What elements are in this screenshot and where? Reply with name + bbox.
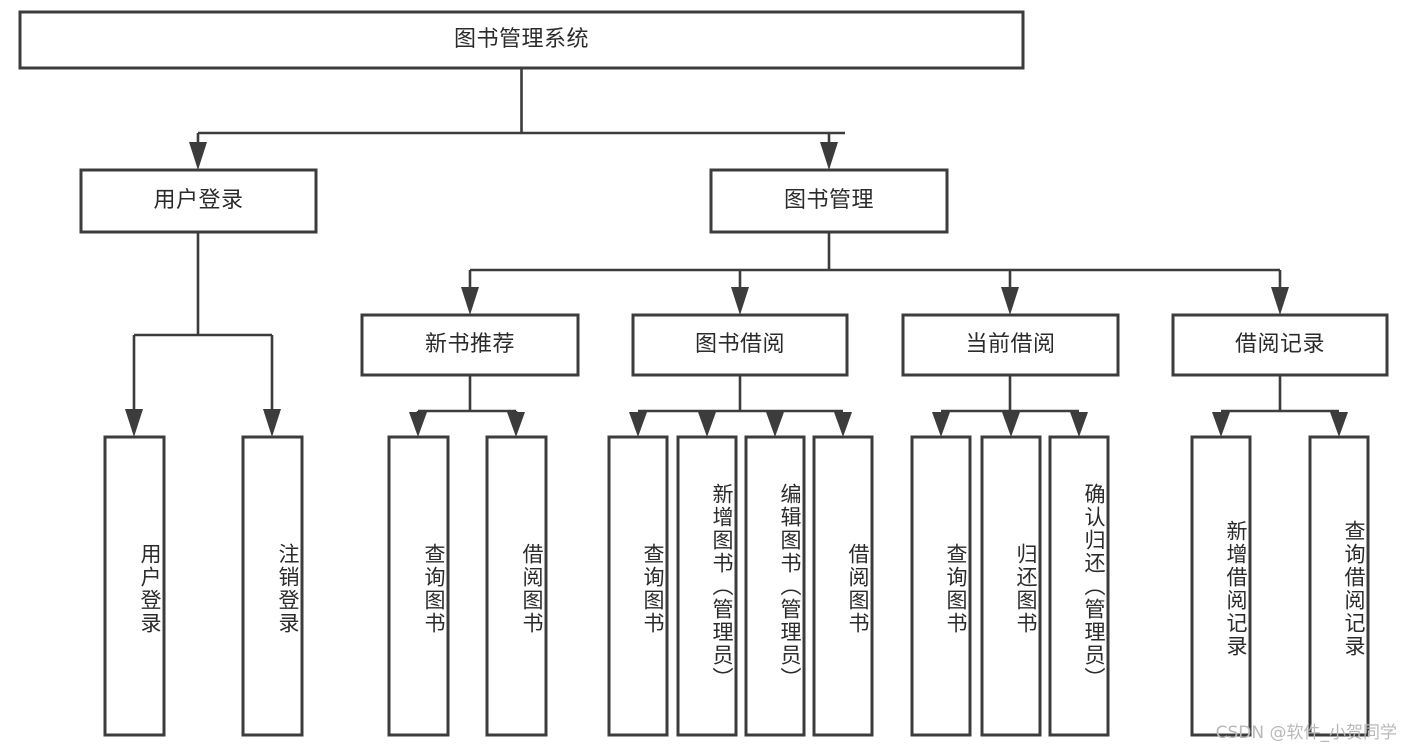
arrow-head-current xyxy=(1001,287,1019,315)
arrow-head-leaf-5 xyxy=(629,412,647,437)
node-box-leaf-3[interactable] xyxy=(387,435,450,737)
node-box-book-manage[interactable] xyxy=(709,168,949,234)
arrow-head-leaf-13 xyxy=(1330,412,1348,437)
node-box-leaf-8[interactable] xyxy=(812,435,874,737)
node-box-leaf-5[interactable] xyxy=(607,435,669,737)
arrow-head-leaf-3 xyxy=(409,412,427,437)
connector-layer xyxy=(125,68,1348,437)
arrow-head-book-manage xyxy=(820,142,838,170)
node-box-borrow-record[interactable] xyxy=(1171,313,1389,377)
node-box-leaf-7[interactable] xyxy=(744,435,806,737)
node-box-layer xyxy=(18,10,1389,737)
arrow-head-leaf-6 xyxy=(698,412,716,437)
node-box-new-book-recommend[interactable] xyxy=(360,313,580,377)
node-box-user-login[interactable] xyxy=(79,168,318,234)
node-box-leaf-13[interactable] xyxy=(1308,435,1370,737)
node-box-leaf-12[interactable] xyxy=(1190,435,1252,737)
arrow-head-leaf-8 xyxy=(834,412,852,437)
arrow-head-new-book xyxy=(461,287,479,315)
arrow-head-user-login xyxy=(189,142,207,170)
arrow-head-leaf-4 xyxy=(507,412,525,437)
arrow-head-leaf-10 xyxy=(1002,412,1020,437)
node-box-leaf-4[interactable] xyxy=(485,435,548,737)
node-box-book-borrow[interactable] xyxy=(631,313,849,377)
arrow-head-leaf-11 xyxy=(1070,412,1088,437)
node-box-leaf-11[interactable] xyxy=(1048,435,1110,737)
arrow-head-leaf-7 xyxy=(766,412,784,437)
arrow-head-leaf-9 xyxy=(932,412,950,437)
arrow-head-leaf-1 xyxy=(125,409,143,437)
node-box-leaf-9[interactable] xyxy=(910,435,972,737)
node-box-leaf-10[interactable] xyxy=(980,435,1042,737)
arrow-head-borrow xyxy=(731,287,749,315)
node-box-leaf-1[interactable] xyxy=(103,435,166,737)
node-box-leaf-2[interactable] xyxy=(241,435,304,737)
arrow-head-leaf-12 xyxy=(1212,412,1230,437)
watermark: CSDN @软件_小贺同学 xyxy=(1215,723,1397,743)
arrow-head-record xyxy=(1271,287,1289,315)
node-box-leaf-6[interactable] xyxy=(676,435,738,737)
node-box-current-borrow[interactable] xyxy=(901,313,1120,377)
arrow-head-leaf-2 xyxy=(263,409,281,437)
node-box-root[interactable] xyxy=(18,10,1025,70)
